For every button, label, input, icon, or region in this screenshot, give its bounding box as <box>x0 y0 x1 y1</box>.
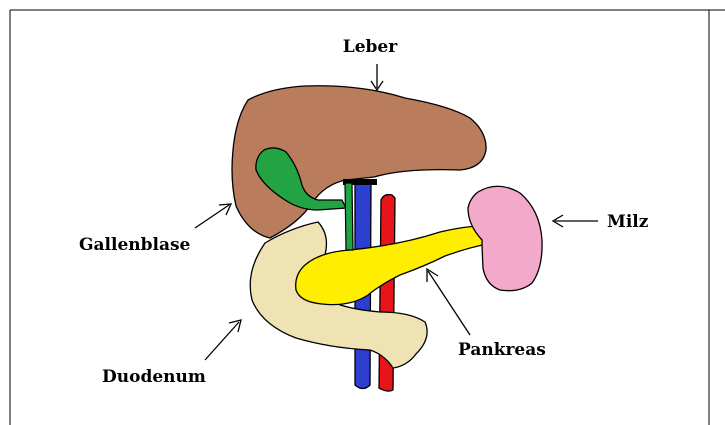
arrow-liver <box>371 64 383 90</box>
arrow-pancreas <box>427 269 470 335</box>
arrow-spleen <box>553 215 598 227</box>
arrow-gallbladder <box>195 204 231 228</box>
label-gallbladder: Gallenblase <box>79 235 191 255</box>
bile-duct <box>345 183 353 250</box>
arrow-duodenum <box>205 320 241 360</box>
label-pancreas: Pankreas <box>458 340 546 360</box>
label-spleen: Milz <box>607 212 649 232</box>
label-duodenum: Duodenum <box>102 367 206 387</box>
label-liver: Leber <box>343 37 398 57</box>
